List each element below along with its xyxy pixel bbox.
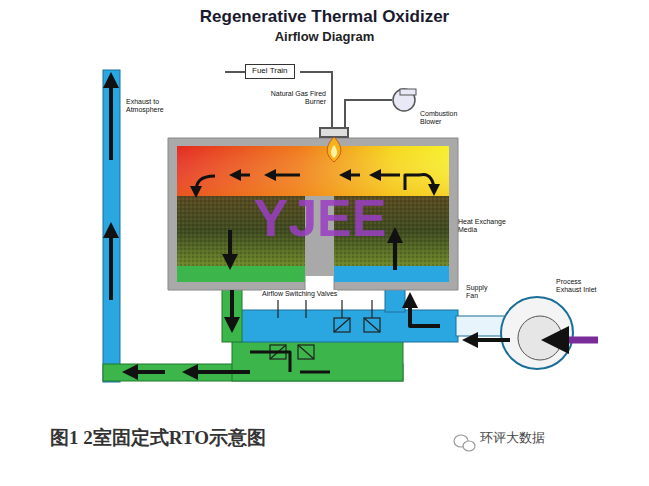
part-label: Airflow Switching Valves	[262, 290, 337, 298]
figure-caption: 图1 2室固定式RTO示意图	[50, 428, 266, 449]
equipment-box: Fuel Train	[245, 64, 295, 79]
part-label: 环评大数据	[480, 431, 545, 445]
part-label: Heat Exchange Media	[458, 218, 518, 233]
part-label: Supply Fan	[466, 284, 500, 299]
part-label: Combustion Blower	[420, 110, 468, 125]
part-label: Natural Gas Fired Burner	[266, 90, 326, 105]
box-text: Fuel Train	[252, 67, 288, 76]
part-label: Process Exhaust Inlet	[556, 278, 608, 293]
part-label: Exhaust to Atmosphere	[126, 98, 174, 113]
watermark: YJEE	[230, 190, 410, 247]
diagram-title: Regenerative Thermal Oxidizer	[0, 8, 649, 27]
part-label: Airflow Diagram	[0, 30, 649, 44]
